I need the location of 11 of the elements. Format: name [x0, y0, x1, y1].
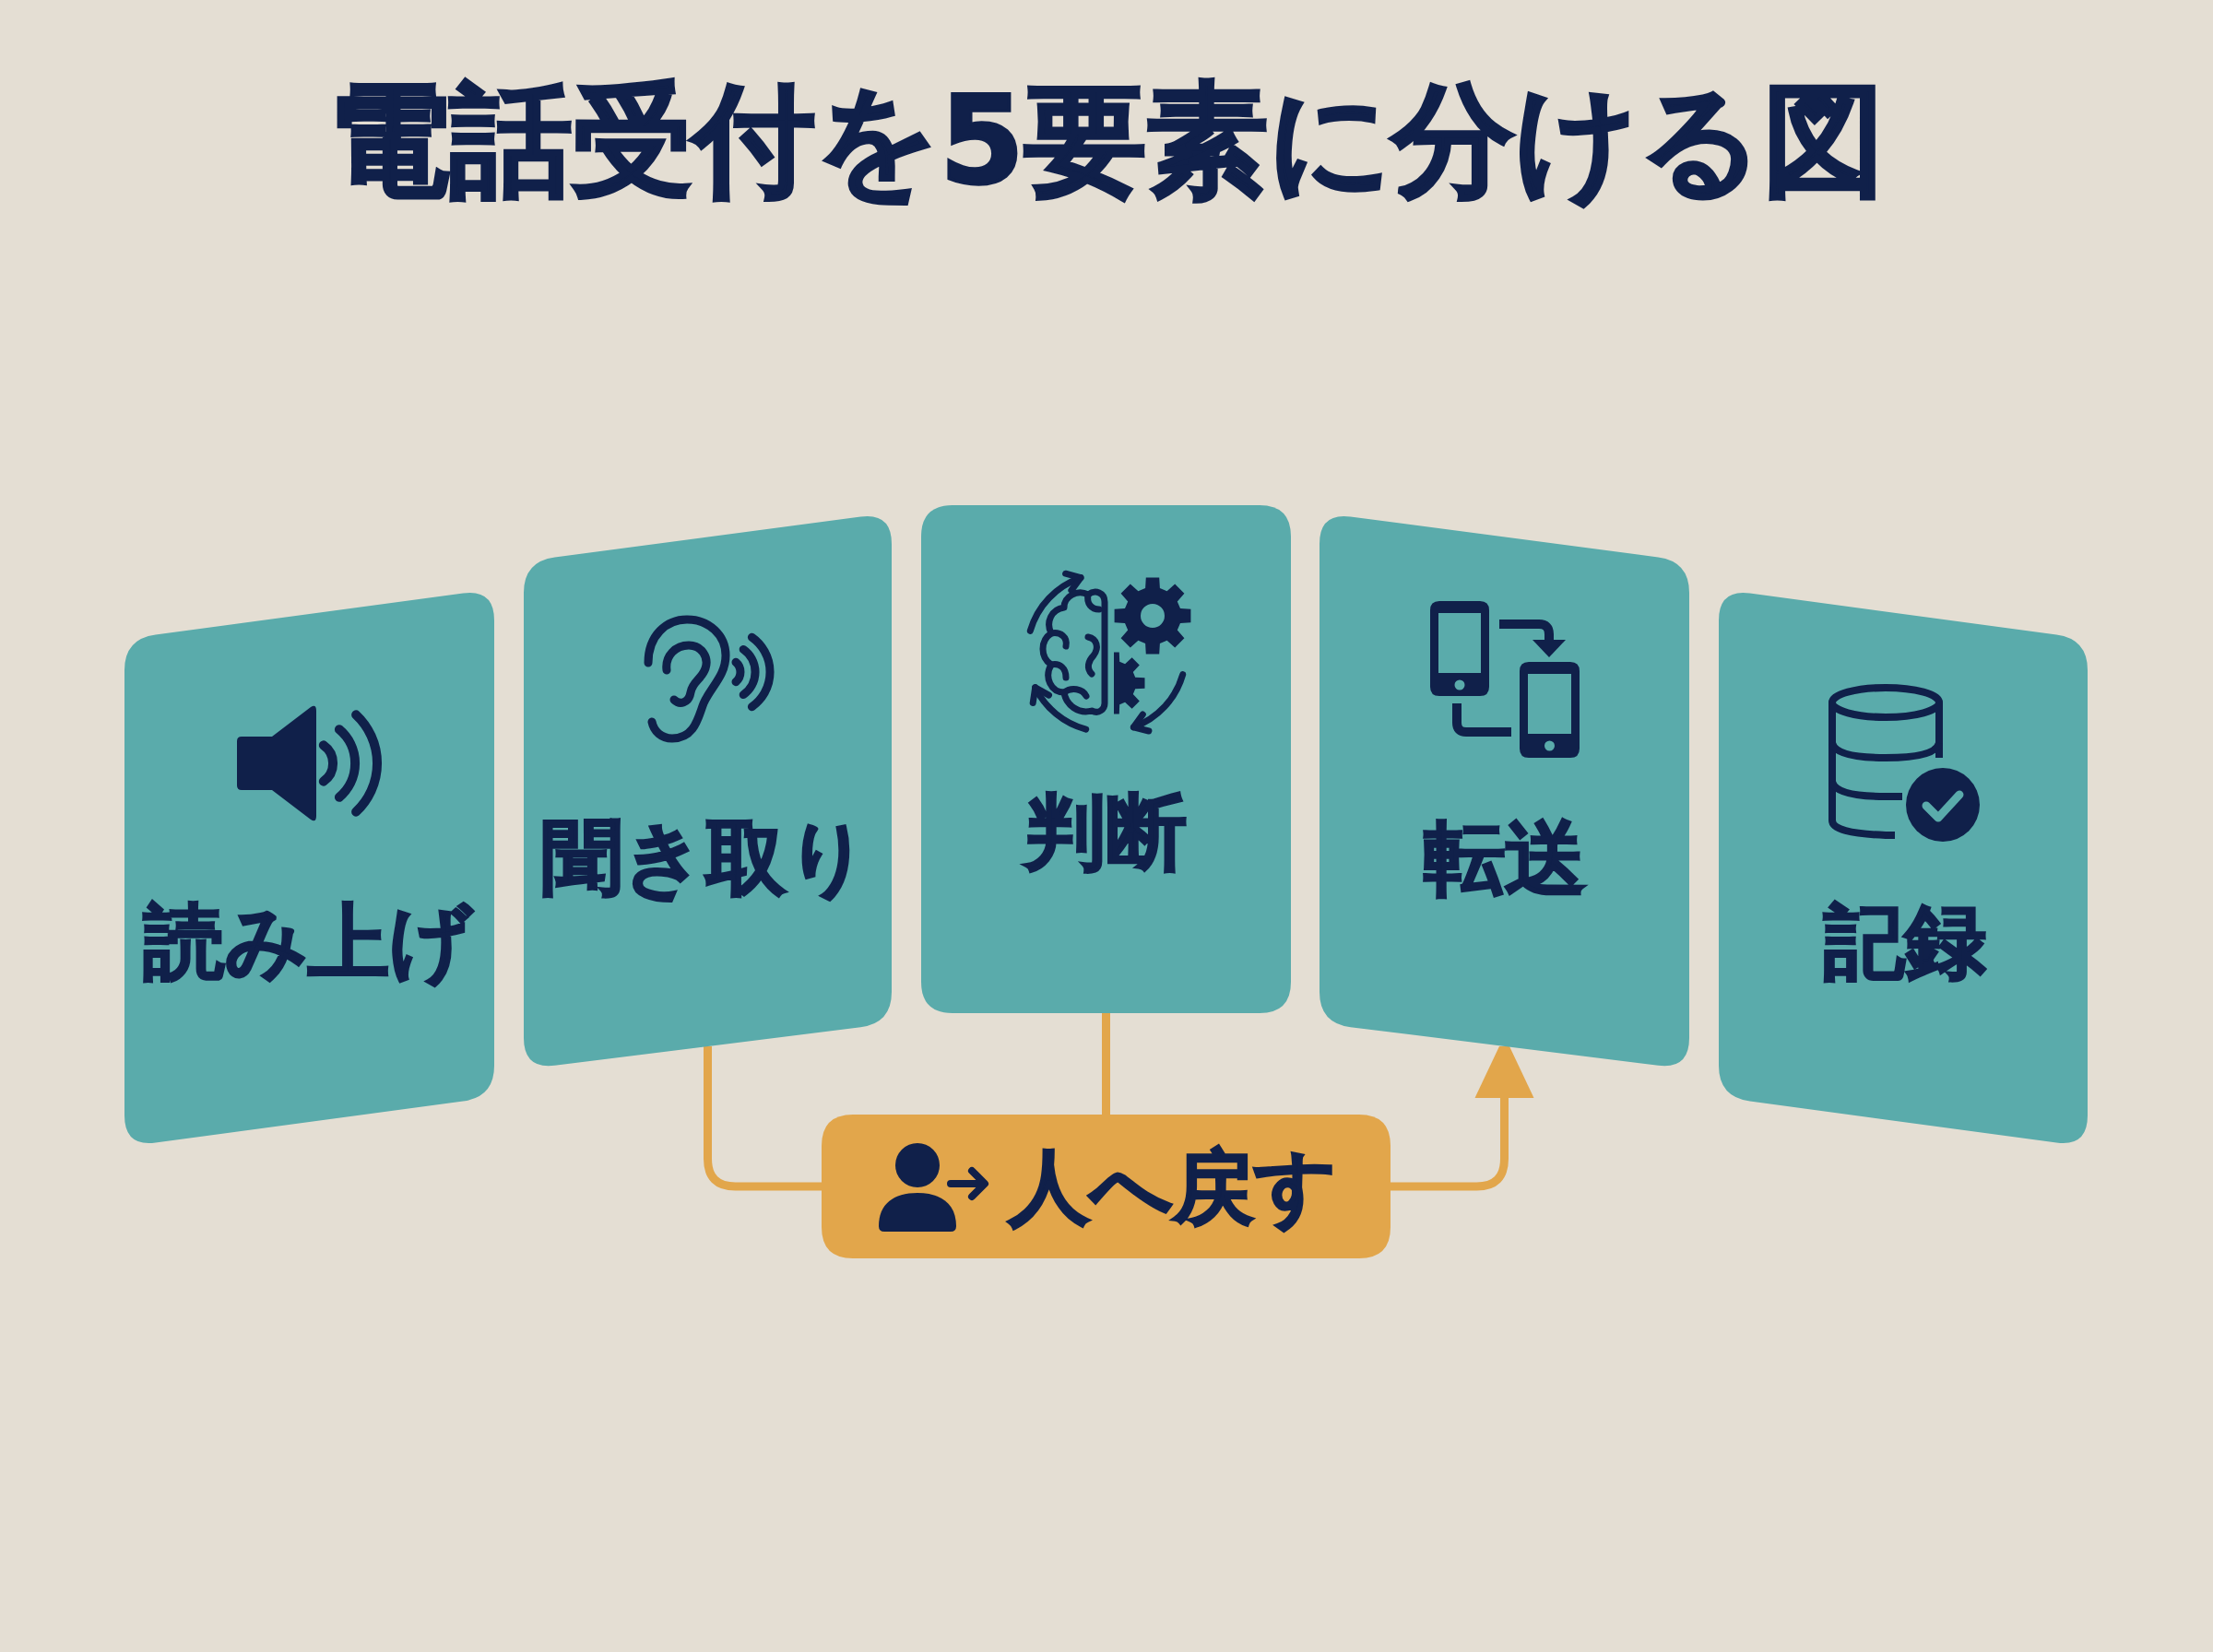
action-box — [822, 1115, 1391, 1258]
card-label: 転送 — [1424, 813, 1586, 903]
card-label: 読み上げ — [144, 897, 472, 987]
connector-line — [1102, 1013, 1110, 1115]
card-label: 判断 — [1024, 787, 1187, 878]
action-label: 人へ戻す — [1009, 1142, 1337, 1233]
step-card — [921, 505, 1291, 1013]
card-label: 記録 — [1824, 897, 1986, 987]
card-label: 聞き取り — [541, 813, 870, 903]
connector-line — [704, 1046, 822, 1191]
title: 電話受付を5要素に分ける図 — [328, 74, 1885, 208]
